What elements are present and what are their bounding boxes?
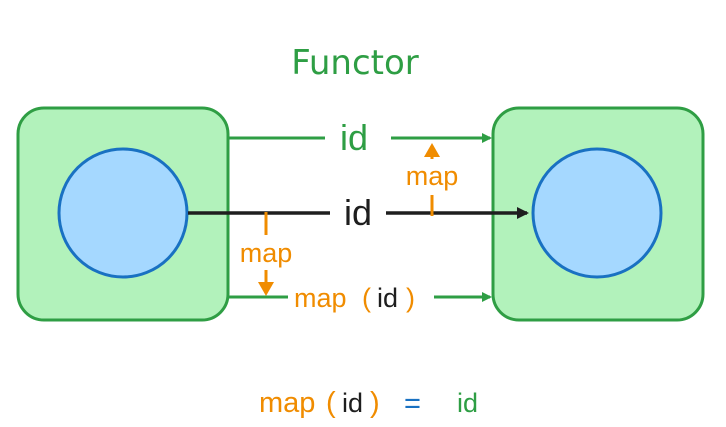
diagram-title: Functor [291, 43, 419, 83]
bottom-close-paren: ) [406, 283, 415, 313]
equation-id: id [342, 388, 363, 418]
middle-id-label: id [344, 192, 372, 233]
bottom-open-paren: ( [362, 283, 371, 313]
target-object-circle [531, 147, 663, 279]
equation-close-paren: ) [370, 387, 380, 419]
equation-equals: = [404, 388, 421, 420]
map-up-label: map [406, 161, 459, 191]
bottom-map-label: map [294, 283, 347, 313]
source-object-circle [57, 147, 189, 279]
bottom-id-label: id [377, 283, 398, 313]
equation-open-paren: ( [326, 387, 336, 419]
equation-map: map [259, 387, 315, 419]
equation-rhs-id: id [457, 388, 478, 418]
top-id-label: id [340, 117, 368, 158]
map-down-arrow-head [258, 282, 274, 296]
map-down-label: map [240, 238, 293, 268]
